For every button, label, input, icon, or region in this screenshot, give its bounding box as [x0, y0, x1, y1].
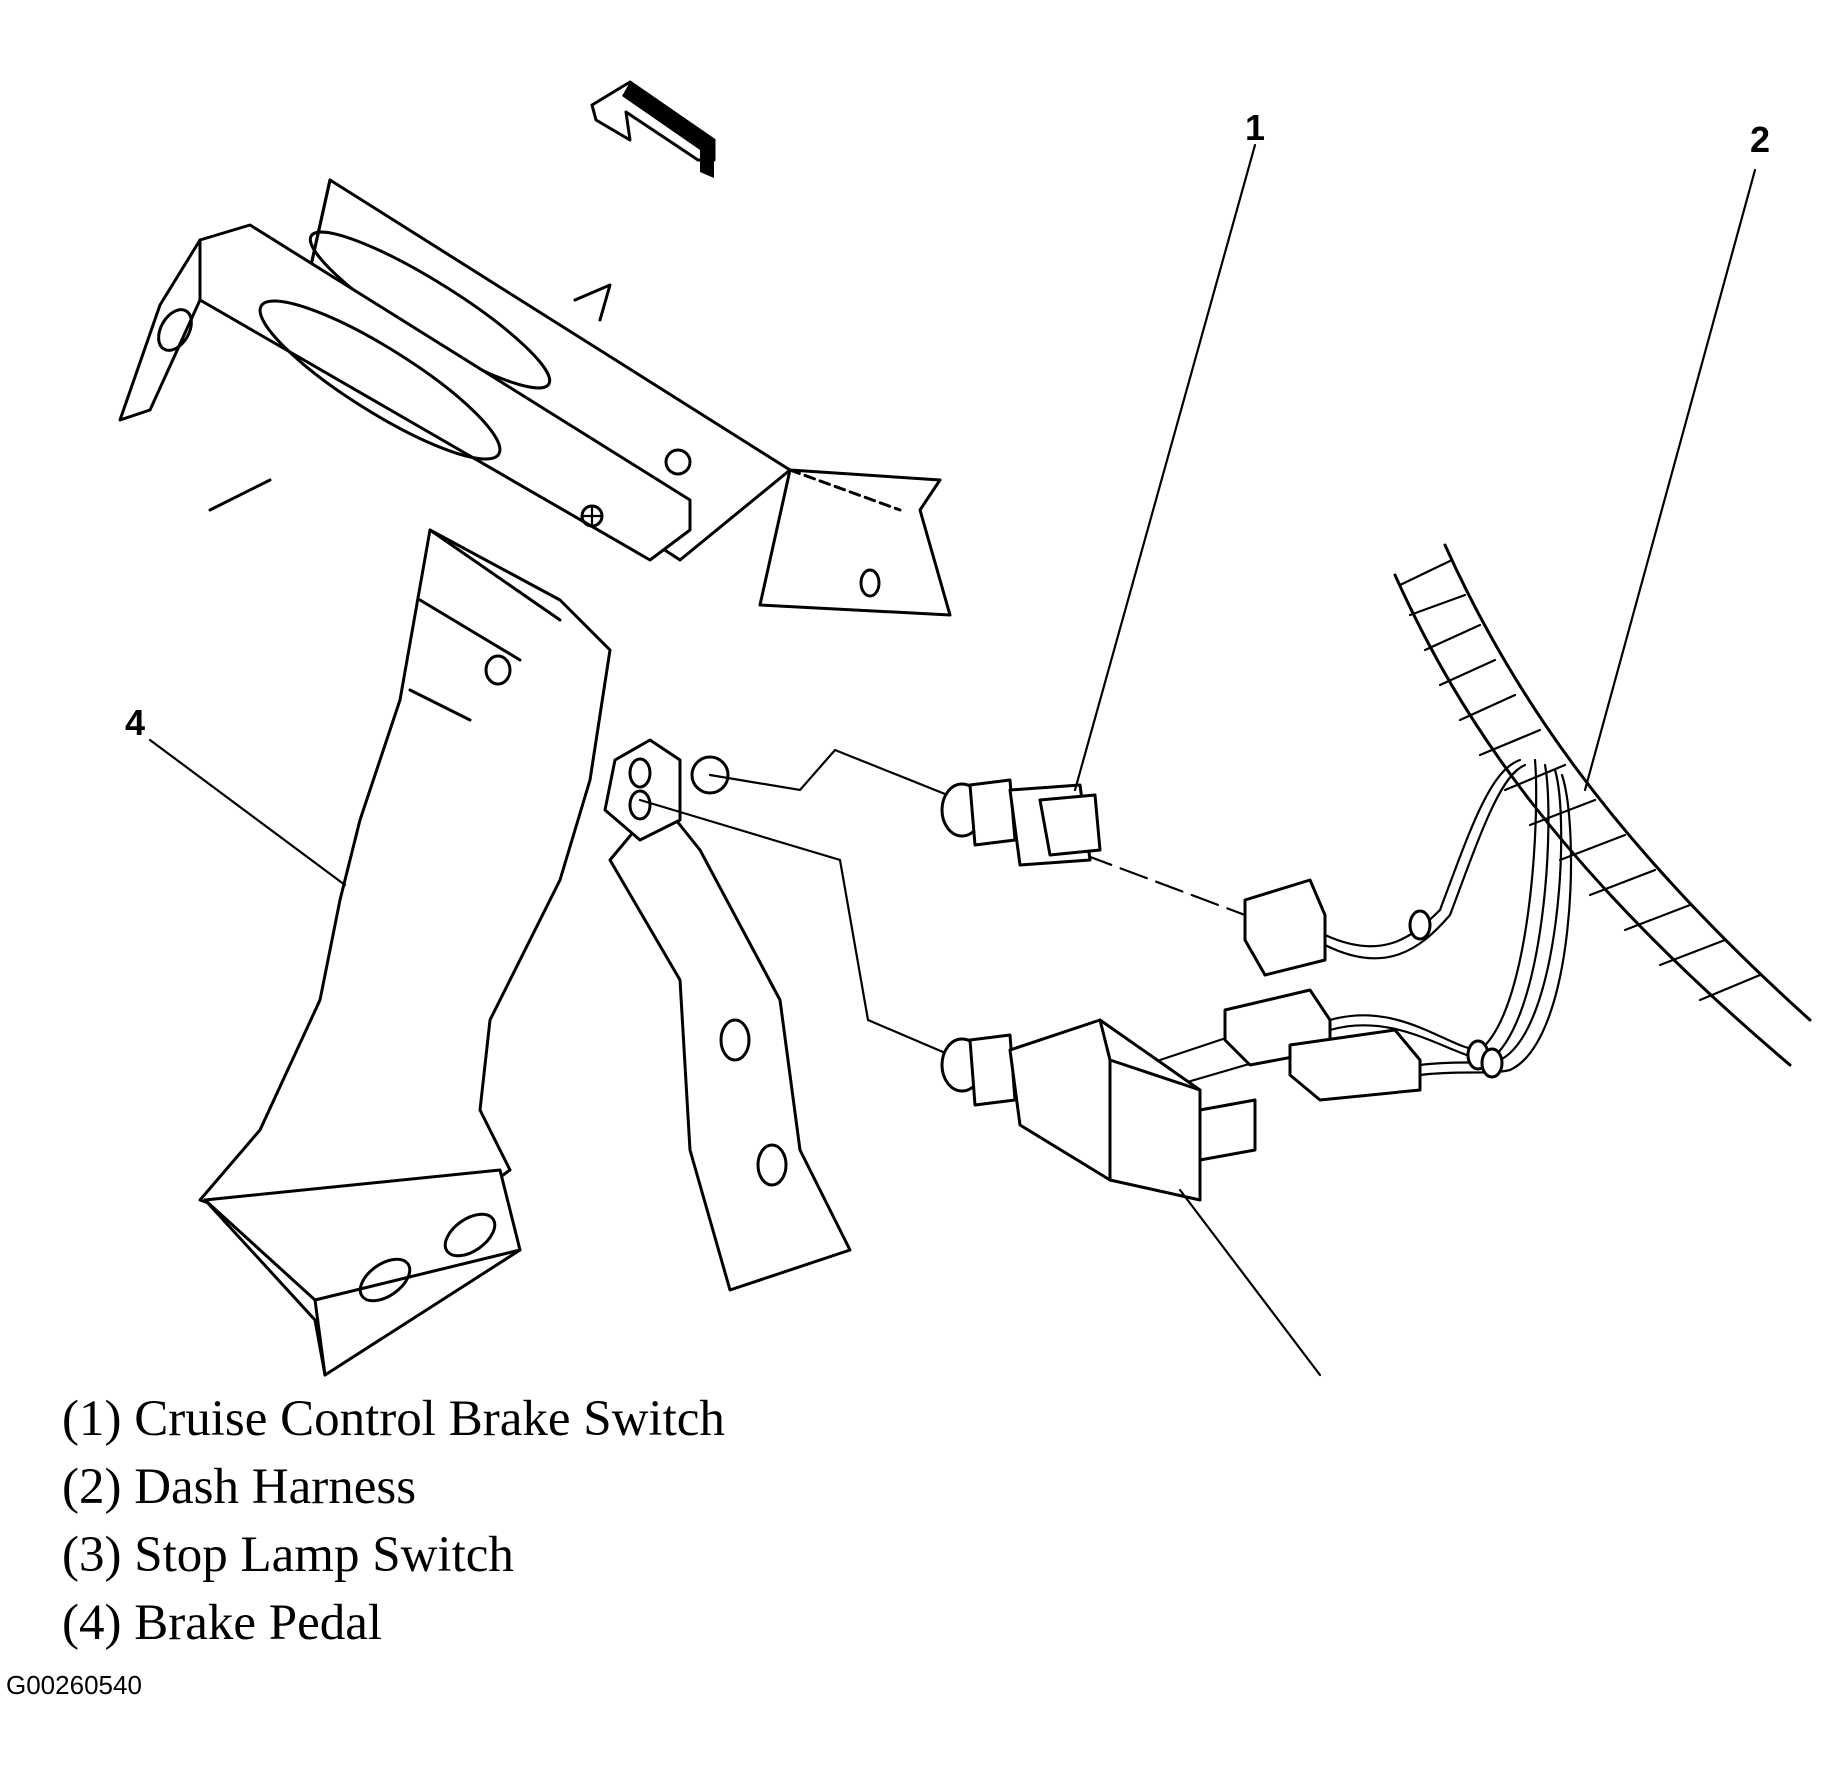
legend-item-4: (4) Brake Pedal	[62, 1589, 725, 1657]
figure-id: G00260540	[6, 1670, 142, 1700]
legend-number: (1)	[62, 1391, 122, 1447]
forward-arrow-icon	[590, 80, 716, 178]
legend-number: (2)	[62, 1459, 122, 1515]
legend-label: Dash Harness	[134, 1459, 417, 1515]
cruise-control-brake-switch	[940, 778, 1102, 867]
leader-lines	[148, 143, 1757, 1377]
legend-item-2: (2) Dash Harness	[62, 1453, 725, 1521]
brake-pedal	[198, 528, 852, 1377]
legend-label: Cruise Control Brake Switch	[134, 1391, 725, 1447]
legend-number: (3)	[62, 1527, 122, 1583]
pedal-bracket	[118, 178, 952, 617]
harness-wires	[1323, 758, 1573, 1079]
legend-item-3: (3) Stop Lamp Switch	[62, 1521, 725, 1589]
callout-1: 1	[1245, 107, 1265, 148]
stop-lamp-switch	[940, 1018, 1257, 1202]
dash-harness	[1393, 543, 1812, 1067]
legend: (1) Cruise Control Brake Switch (2) Dash…	[62, 1385, 725, 1657]
legend-number: (4)	[62, 1595, 122, 1651]
callout-2: 2	[1750, 119, 1770, 160]
legend-label: Brake Pedal	[134, 1595, 383, 1651]
harness-connectors	[1223, 878, 1422, 1102]
legend-label: Stop Lamp Switch	[134, 1527, 514, 1583]
callout-4: 4	[125, 702, 145, 743]
legend-item-1: (1) Cruise Control Brake Switch	[62, 1385, 725, 1453]
